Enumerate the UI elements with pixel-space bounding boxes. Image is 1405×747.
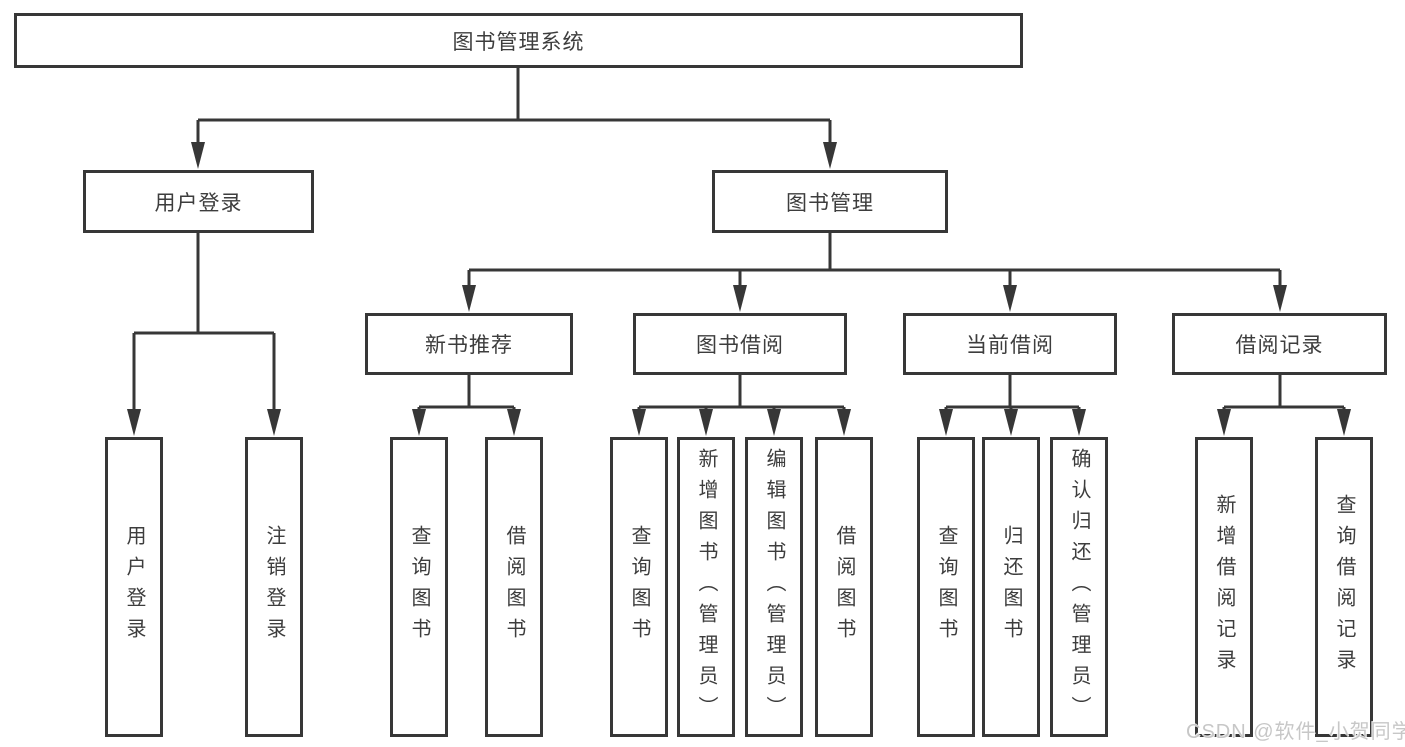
node-book-borrow-label: 图书借阅 bbox=[696, 334, 784, 357]
leaf-query-books-recommend-label: 查询图书 bbox=[408, 525, 430, 649]
node-current-borrow: 当前借阅 bbox=[903, 313, 1117, 375]
node-new-book-recommend: 新书推荐 bbox=[365, 313, 573, 375]
node-root: 图书管理系统 bbox=[14, 13, 1023, 68]
leaf-user-login: 用户登录 bbox=[105, 437, 163, 737]
node-book-borrow: 图书借阅 bbox=[633, 313, 847, 375]
leaf-borrow-books-label: 借阅图书 bbox=[833, 525, 855, 649]
leaf-logout-label: 注销登录 bbox=[263, 525, 285, 649]
leaf-query-books-current-label: 查询图书 bbox=[935, 525, 957, 649]
node-user-login: 用户登录 bbox=[83, 170, 314, 233]
leaf-query-books-borrow: 查询图书 bbox=[610, 437, 668, 737]
node-user-login-label: 用户登录 bbox=[154, 191, 243, 215]
leaf-confirm-return-admin-label: 确认归还（管理员） bbox=[1068, 447, 1090, 727]
leaf-query-books-borrow-label: 查询图书 bbox=[628, 525, 650, 649]
leaf-edit-books-admin-label: 编辑图书（管理员） bbox=[763, 447, 785, 727]
leaf-return-books: 归还图书 bbox=[982, 437, 1040, 737]
leaf-edit-books-admin: 编辑图书（管理员） bbox=[745, 437, 803, 737]
leaf-add-borrow-record-label: 新增借阅记录 bbox=[1213, 494, 1235, 680]
leaf-return-books-label: 归还图书 bbox=[1000, 525, 1022, 649]
leaf-confirm-return-admin: 确认归还（管理员） bbox=[1050, 437, 1108, 737]
leaf-add-books-admin: 新增图书（管理员） bbox=[677, 437, 735, 737]
node-new-book-recommend-label: 新书推荐 bbox=[425, 334, 513, 357]
leaf-borrow-books: 借阅图书 bbox=[815, 437, 873, 737]
leaf-query-borrow-record-label: 查询借阅记录 bbox=[1333, 494, 1355, 680]
leaf-query-books-current: 查询图书 bbox=[917, 437, 975, 737]
leaf-borrow-books-recommend: 借阅图书 bbox=[485, 437, 543, 737]
leaf-logout: 注销登录 bbox=[245, 437, 303, 737]
leaf-user-login-label: 用户登录 bbox=[123, 525, 145, 649]
node-borrow-records-label: 借阅记录 bbox=[1235, 334, 1324, 357]
leaf-query-books-recommend: 查询图书 bbox=[390, 437, 448, 737]
leaf-add-borrow-record: 新增借阅记录 bbox=[1195, 437, 1253, 737]
node-current-borrow-label: 当前借阅 bbox=[966, 334, 1054, 357]
leaf-query-borrow-record: 查询借阅记录 bbox=[1315, 437, 1373, 737]
node-book-management: 图书管理 bbox=[712, 170, 948, 233]
node-book-management-label: 图书管理 bbox=[786, 191, 874, 215]
node-root-label: 图书管理系统 bbox=[452, 30, 585, 54]
csdn-watermark: CSDN @软件_小贺同学 bbox=[1186, 721, 1405, 743]
arrowheads bbox=[127, 142, 1351, 436]
leaf-borrow-books-recommend-label: 借阅图书 bbox=[503, 525, 525, 649]
leaf-add-books-admin-label: 新增图书（管理员） bbox=[695, 447, 717, 727]
node-borrow-records: 借阅记录 bbox=[1172, 313, 1387, 375]
